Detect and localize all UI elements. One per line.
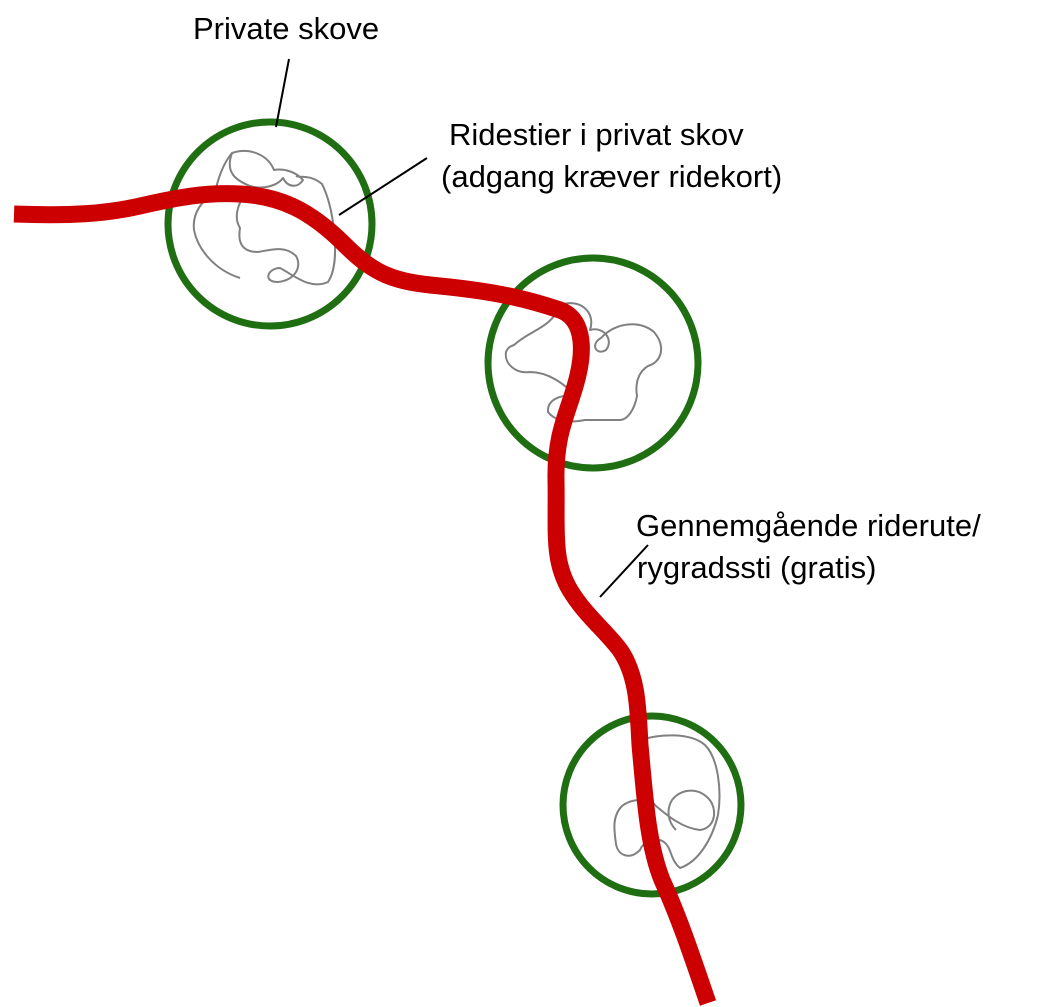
label-forest-trails-line1: Ridestier i privat skov: [449, 117, 744, 152]
label-private-forests: Private skove: [193, 11, 379, 46]
label-through-route-line1: Gennemgående riderute/: [636, 508, 981, 543]
forest-1-riding-trails-2: [192, 152, 241, 279]
forest-2-riding-trails: [504, 302, 663, 423]
forest-2-ring: [484, 254, 702, 472]
forest-1-riding-trails: [228, 150, 337, 286]
private-forest-1: [164, 118, 376, 330]
leader-through-route: [599, 544, 649, 598]
forest-3-riding-trails: [613, 734, 721, 869]
leader-forest-trails: [338, 157, 428, 216]
label-through-route-line2: rygradssti (gratis): [637, 550, 876, 585]
forest-3-ring: [559, 712, 745, 898]
forest-1-ring: [164, 118, 376, 330]
leader-private-forests: [275, 58, 290, 128]
through-riding-route: [13, 185, 717, 1006]
label-forest-trails-line2: (adgang kræver ridekort): [441, 159, 782, 194]
private-forest-2: [484, 254, 702, 472]
